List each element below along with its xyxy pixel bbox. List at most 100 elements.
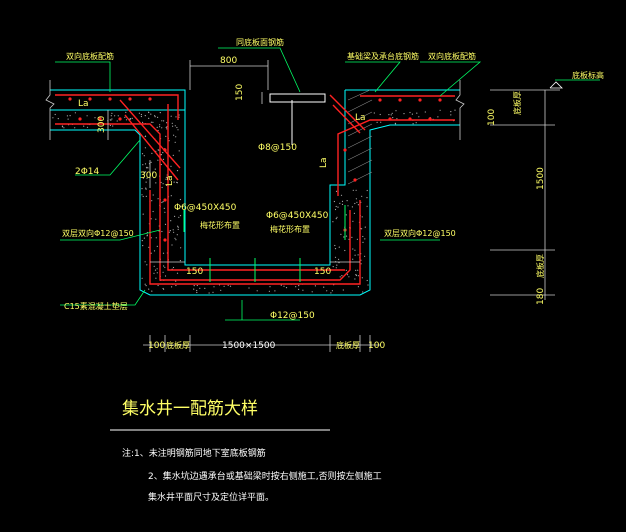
hatch-dot — [295, 286, 297, 288]
hatch-dot — [341, 203, 344, 205]
hatch-dot — [162, 158, 165, 160]
hatch-dot — [180, 205, 182, 207]
hatch-dot — [143, 174, 145, 176]
dim-top-width: 800 — [220, 56, 237, 66]
hatch-dot — [212, 291, 214, 293]
hatch-dot — [125, 111, 127, 113]
hatch-dot — [355, 198, 357, 200]
hatch-dot — [366, 279, 368, 282]
hatch-dot — [338, 246, 340, 248]
hatch-dot — [150, 121, 152, 123]
dim-bot-center: 1500×1500 — [222, 341, 276, 351]
hatch-dot — [336, 264, 338, 266]
hatch-dot — [362, 235, 364, 238]
hatch-dot — [354, 254, 356, 256]
rebar-dot — [343, 148, 347, 152]
hatch-dot — [362, 241, 364, 243]
hatch-dot — [174, 141, 176, 143]
hatch-dot — [345, 214, 347, 216]
hatch-dot — [143, 155, 145, 157]
hatch-dot — [170, 220, 172, 222]
rebar-dot — [163, 198, 167, 202]
hatch-dot — [131, 117, 133, 119]
hatch-dot — [411, 113, 413, 115]
hatch-dot — [109, 124, 111, 126]
hatch-dot — [156, 272, 158, 274]
hatch-dot — [146, 264, 148, 266]
dim-bot-label-left: 底板厚 — [166, 340, 190, 350]
dim-180: 180 — [536, 288, 546, 305]
hatch-dot — [153, 177, 155, 179]
hatch-dot — [157, 198, 159, 200]
hatch-dot — [151, 290, 153, 292]
rebar-dot — [438, 98, 442, 102]
hatch-dot — [125, 119, 128, 121]
hatch-dot — [161, 120, 163, 122]
hatch-dot — [341, 200, 344, 202]
hatch-dot — [344, 249, 346, 252]
callout-stirrup-right-sub: 梅花形布置 — [270, 224, 310, 234]
rebar-dot — [118, 117, 122, 121]
hatch-dot — [351, 206, 353, 208]
hatch-dot — [163, 265, 165, 267]
hatch-dot — [170, 165, 172, 167]
hatch-dot — [164, 266, 166, 268]
hatch-dot — [159, 112, 161, 114]
hatch-dot — [83, 125, 85, 127]
hatch-dot — [331, 290, 333, 292]
hatch-dot — [353, 212, 355, 214]
hatch-dot — [162, 183, 164, 185]
dim-300-a: 300 — [97, 116, 107, 133]
hatch-dot — [394, 123, 397, 125]
rebar-dot — [163, 148, 167, 152]
hatch-dot — [159, 124, 161, 126]
hatch-dot — [380, 121, 382, 123]
hatch-dot — [171, 122, 173, 124]
hatch-dot — [150, 113, 152, 115]
hatch-dot — [154, 168, 156, 170]
hatch-dot — [227, 284, 229, 286]
hatch-dot — [174, 125, 176, 127]
la-3: La — [319, 157, 329, 168]
hatch-dot — [356, 201, 358, 203]
dim-100-side-label: 底板厚 — [535, 254, 545, 278]
hatch-dot — [144, 283, 146, 285]
hatch-dot — [145, 188, 147, 190]
callout-wall-bars-right: 双层双向Φ12@150 — [384, 228, 456, 238]
hatch-dot — [213, 286, 215, 288]
hatch-dot — [196, 291, 198, 294]
hatch-dot — [154, 115, 156, 117]
hatch-dot — [364, 238, 366, 240]
hatch-dot — [66, 115, 68, 117]
hatch-dot — [285, 287, 288, 289]
rebar-dot — [398, 98, 402, 102]
hatch-dot — [141, 277, 143, 279]
hatch-dot — [333, 200, 335, 203]
hatch-dot — [166, 122, 168, 124]
callout-top-right-mid: 基础梁及承台底钢筋 — [347, 51, 419, 61]
leader-lines — [55, 47, 600, 321]
hatch-dot — [330, 292, 332, 294]
hatch-dot — [156, 126, 158, 128]
hatch-dot — [140, 115, 142, 118]
hatch-dot — [196, 284, 198, 287]
hatch-dot — [150, 218, 152, 220]
hatch-dot — [142, 177, 144, 179]
hatch-dot — [388, 114, 390, 116]
hatch-dot — [179, 198, 181, 201]
hatch-dot — [154, 269, 157, 271]
hatch-dot — [323, 286, 325, 288]
hatch-dot — [69, 115, 71, 117]
hatch-dot — [340, 194, 343, 196]
hatch-dot — [298, 285, 300, 287]
callout-cushion: C15素混凝土垫层 — [64, 301, 128, 311]
hatch-dot — [362, 291, 364, 293]
hatch-dot — [373, 112, 375, 114]
hatch-dot — [334, 208, 337, 211]
hatch-dot — [144, 115, 146, 117]
hatch-dot — [157, 159, 159, 161]
hatch-dot — [345, 235, 348, 237]
callout-top-left-bars: 双向底板配筋 — [66, 51, 114, 61]
hatch-dot — [152, 210, 154, 213]
